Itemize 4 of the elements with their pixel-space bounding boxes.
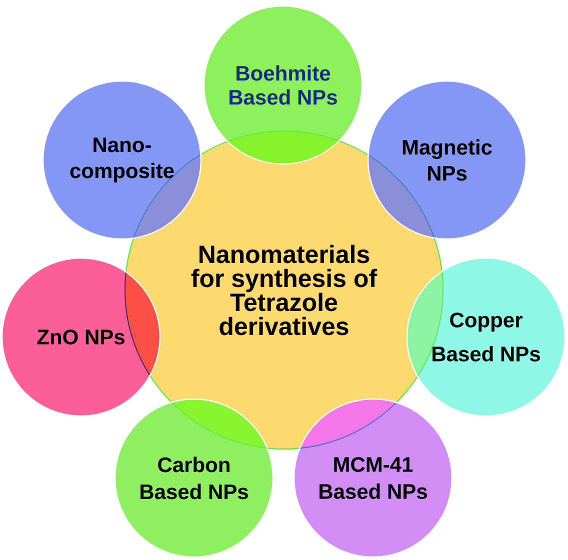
- node-label: Boehmite Based NPs: [230, 65, 337, 105]
- node-label: ZnO NPs: [37, 330, 124, 344]
- node-label: Carbon Based NPs: [140, 456, 248, 500]
- node-label: MCM-41 Based NPs: [320, 457, 427, 499]
